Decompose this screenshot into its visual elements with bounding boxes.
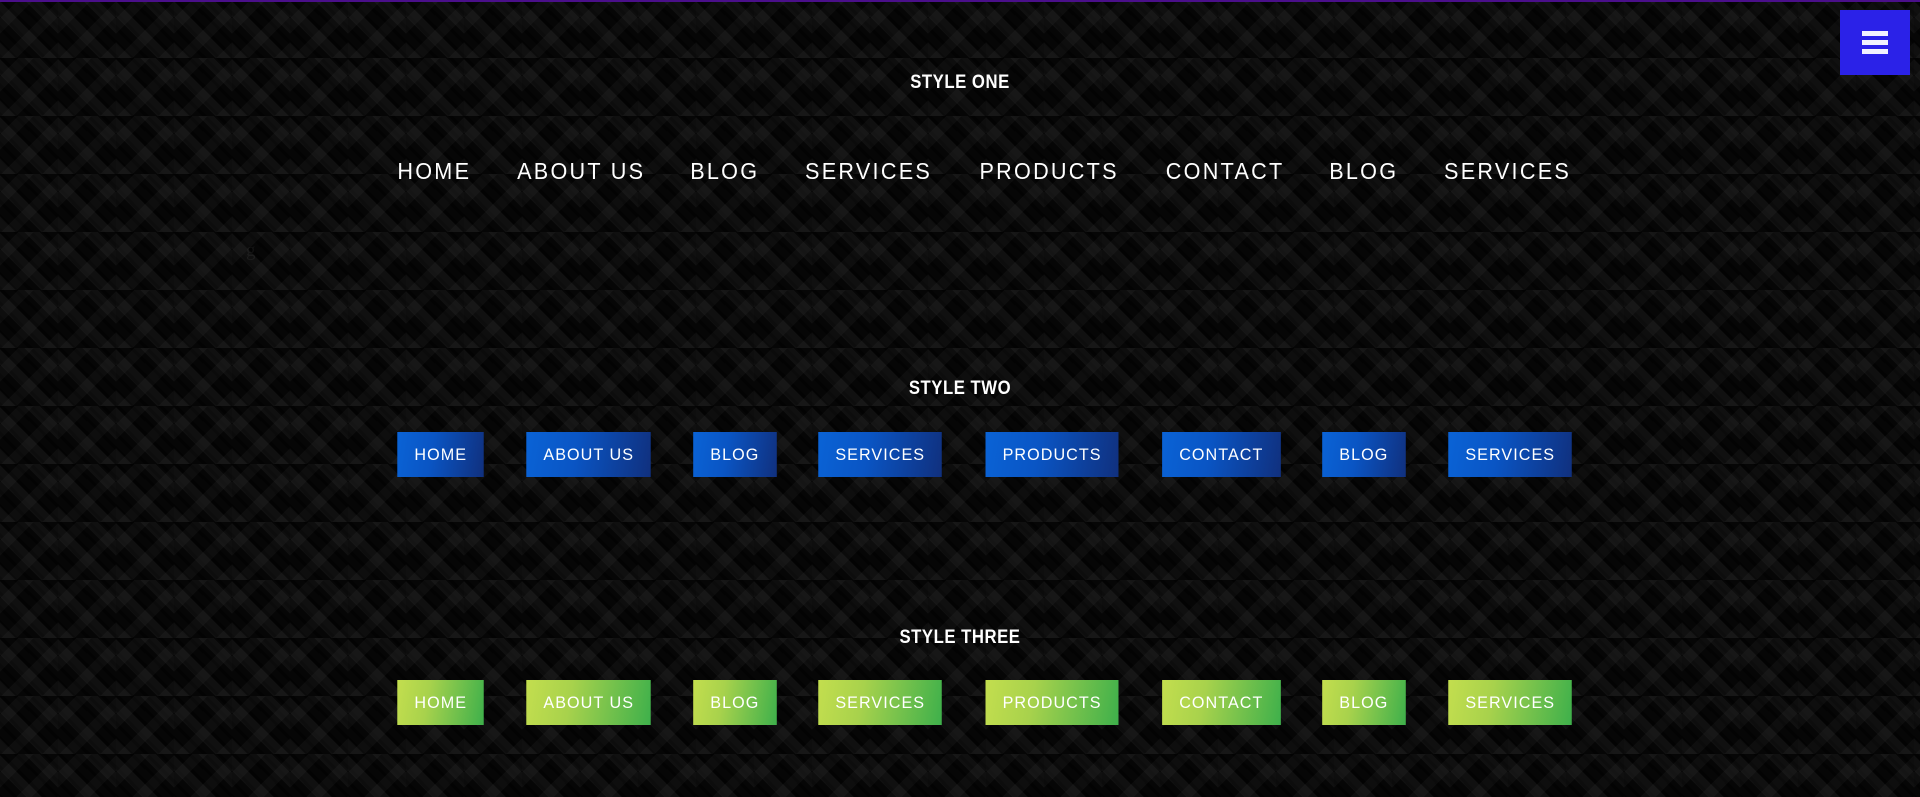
nav-button-blog-2[interactable]: BLOG <box>1322 432 1406 477</box>
nav-button-home[interactable]: HOME <box>397 432 485 477</box>
nav-item: SERVICES <box>801 158 936 185</box>
nav-button-blog[interactable]: BLOG <box>693 432 777 477</box>
hamburger-icon <box>1862 31 1888 54</box>
nav-item: SERVICES <box>815 432 945 477</box>
nav-item: PRODUCTS <box>982 432 1122 477</box>
hamburger-bar-3 <box>1862 49 1888 54</box>
hamburger-bar-2 <box>1862 40 1888 45</box>
nav-style-one: HOME ABOUT US BLOG SERVICES PRODUCTS CON… <box>395 158 1575 185</box>
nav-link-products[interactable]: PRODUCTS <box>979 158 1119 184</box>
nav-item: HOME <box>395 158 474 185</box>
nav-item: ABOUT US <box>513 158 649 185</box>
nav-button-green-blog[interactable]: BLOG <box>693 680 777 725</box>
nav-item: BLOG <box>691 680 779 725</box>
nav-item: SERVICES <box>1445 680 1575 725</box>
hamburger-bar-1 <box>1862 31 1888 36</box>
nav-link-contact[interactable]: CONTACT <box>1165 158 1285 184</box>
nav-link-services-2[interactable]: SERVICES <box>1443 158 1571 184</box>
nav-button-green-about-us[interactable]: ABOUT US <box>526 680 652 725</box>
nav-button-services[interactable]: SERVICES <box>818 432 943 477</box>
nav-button-green-products[interactable]: PRODUCTS <box>985 680 1119 725</box>
section-title-style-three: STYLE THREE <box>899 627 1021 648</box>
nav-button-green-services[interactable]: SERVICES <box>818 680 943 725</box>
nav-button-contact[interactable]: CONTACT <box>1162 432 1281 477</box>
section-title-style-two: STYLE TWO <box>908 378 1012 399</box>
nav-item: PRODUCTS <box>982 680 1122 725</box>
nav-button-green-contact[interactable]: CONTACT <box>1162 680 1281 725</box>
nav-link-home[interactable]: HOME <box>397 158 472 184</box>
nav-style-two: HOME ABOUT US BLOG SERVICES PRODUCTS CON… <box>395 432 1575 477</box>
nav-link-blog[interactable]: BLOG <box>690 158 760 184</box>
nav-item: BLOG <box>1320 432 1408 477</box>
nav-style-three: HOME ABOUT US BLOG SERVICES PRODUCTS CON… <box>395 680 1575 725</box>
nav-item: CONTACT <box>1159 432 1284 477</box>
section-title-style-one: STYLE ONE <box>910 72 1010 93</box>
nav-button-about-us[interactable]: ABOUT US <box>526 432 652 477</box>
nav-button-products[interactable]: PRODUCTS <box>985 432 1119 477</box>
nav-button-green-home[interactable]: HOME <box>397 680 485 725</box>
nav-item: BLOG <box>688 158 762 185</box>
nav-button-green-blog-2[interactable]: BLOG <box>1322 680 1406 725</box>
nav-item: SERVICES <box>1440 158 1575 185</box>
nav-item: HOME <box>395 680 486 725</box>
nav-link-blog-2[interactable]: BLOG <box>1329 158 1399 184</box>
nav-item: PRODUCTS <box>975 158 1123 185</box>
nav-item: ABOUT US <box>523 680 654 725</box>
nav-item: CONTACT <box>1162 158 1288 185</box>
hamburger-menu-button[interactable] <box>1840 10 1910 75</box>
nav-button-services-2[interactable]: SERVICES <box>1447 432 1572 477</box>
nav-item: HOME <box>395 432 486 477</box>
nav-item: BLOG <box>691 432 779 477</box>
nav-link-about-us[interactable]: ABOUT US <box>516 158 645 184</box>
nav-button-green-services-2[interactable]: SERVICES <box>1447 680 1572 725</box>
top-accent-rule <box>0 0 1920 2</box>
nav-item: BLOG <box>1320 680 1408 725</box>
stray-glyph-artifact: g <box>246 240 256 261</box>
nav-link-services[interactable]: SERVICES <box>804 158 932 184</box>
nav-item: BLOG <box>1327 158 1401 185</box>
nav-item: SERVICES <box>1445 432 1575 477</box>
nav-item: SERVICES <box>815 680 945 725</box>
nav-item: CONTACT <box>1159 680 1284 725</box>
nav-item: ABOUT US <box>523 432 654 477</box>
